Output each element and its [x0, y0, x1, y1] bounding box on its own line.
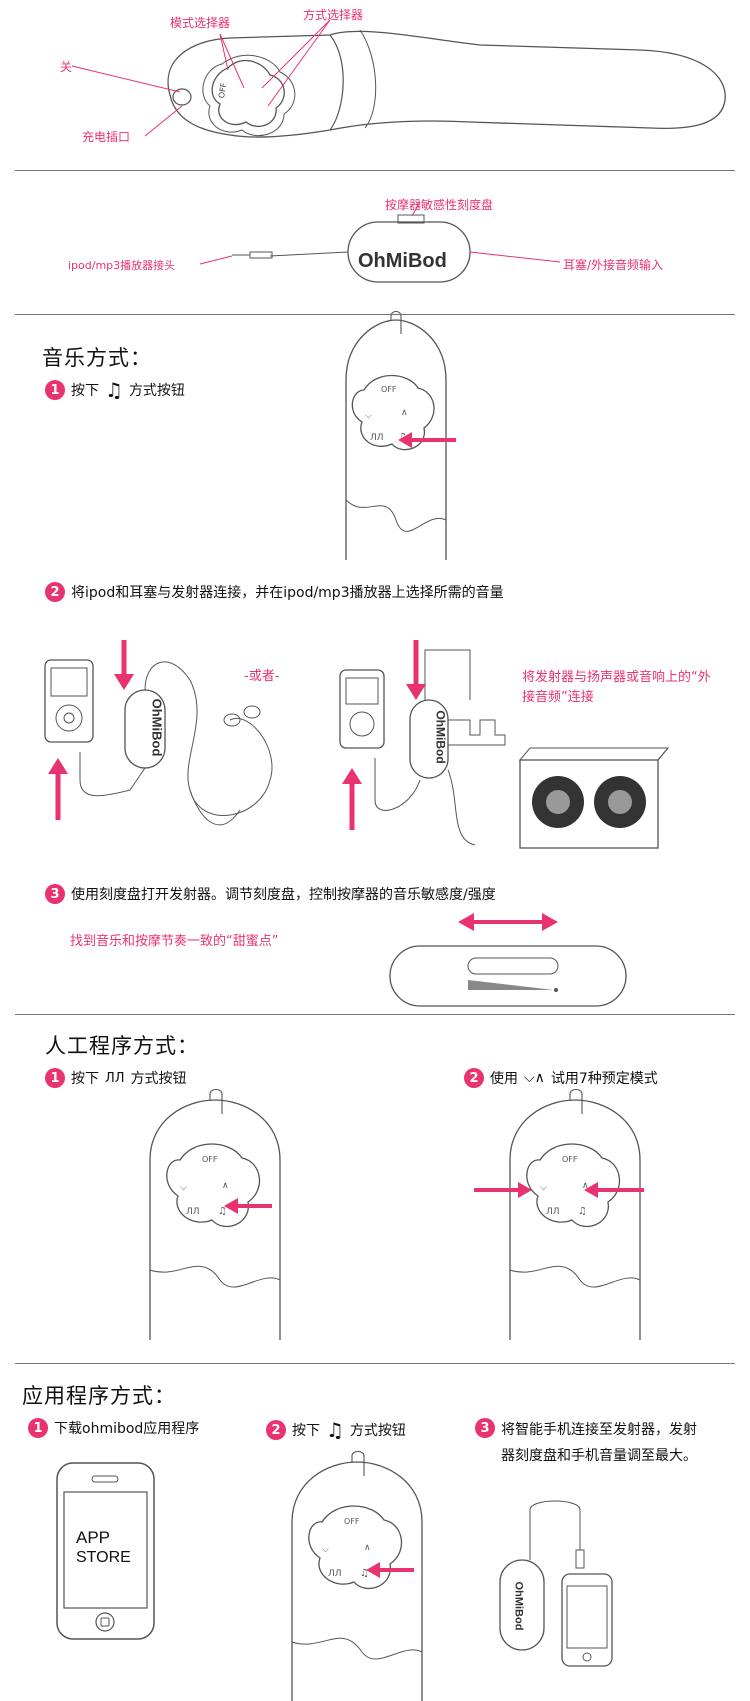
music-note-icon: ♫ [326, 1418, 344, 1442]
divider [15, 314, 735, 315]
transmitter-logo: OhMiBod [433, 710, 448, 764]
step-number: 3 [45, 884, 65, 904]
svg-text:ЛЛ: ЛЛ [328, 1569, 342, 1579]
sweet-spot-note: 找到音乐和按摩节奏一致的“甜蜜点” [70, 934, 279, 949]
music-note-icon: ♫ [105, 378, 123, 402]
ipod-jack-callout: ipod/mp3播放器接头 [68, 259, 176, 272]
ipod-speaker-diagram [339, 640, 670, 849]
app-store-label-line1: APP [76, 1528, 111, 1547]
dial-callout: 按摩器敏感性刻度盘 [385, 198, 494, 212]
device-closeup-manual-1: OFF ⌵ ∧ ЛЛ ♫ [149, 1088, 281, 1340]
svg-text:∧: ∧ [582, 1181, 589, 1191]
press-arrow-left [474, 1182, 532, 1198]
press-arrow [366, 1562, 414, 1578]
manual-mode-title: 人工程序方式： [45, 1034, 199, 1058]
ipod-earphone-diagram [44, 640, 273, 826]
svg-text:ЛЛ: ЛЛ [370, 433, 384, 443]
press-arrow-right [584, 1182, 644, 1198]
step-number: 2 [266, 1420, 286, 1440]
app-step-1: 1 下载ohmibod应用程序 [28, 1418, 199, 1438]
or-label: -或者- [244, 669, 280, 684]
svg-text:⌵: ⌵ [180, 1183, 187, 1193]
divider [15, 170, 735, 171]
svg-text:♫: ♫ [360, 1568, 369, 1579]
press-arrow [398, 432, 456, 448]
svg-text:ЛЛ: ЛЛ [186, 1207, 200, 1217]
svg-text:⌵: ⌵ [540, 1183, 547, 1193]
step-number: 2 [464, 1068, 484, 1088]
pattern-icon: ЛЛ [105, 1070, 125, 1086]
smartphone-graphic [56, 1462, 155, 1640]
svg-text:ЛЛ: ЛЛ [546, 1207, 560, 1217]
svg-text:∧: ∧ [364, 1543, 371, 1553]
speaker-note: 将发射器与扬声器或音响上的“外接音频”连接 [522, 670, 711, 706]
svg-text:OFF: OFF [344, 1517, 360, 1526]
divider [15, 1014, 735, 1015]
divider [15, 1363, 735, 1364]
earphone-input-callout: 耳塞/外接音频输入 [563, 258, 664, 272]
press-arrow [224, 1198, 272, 1214]
svg-text:∧: ∧ [401, 408, 408, 418]
svg-text:OFF: OFF [562, 1155, 578, 1164]
device-closeup-manual-2: OFF ⌵ ∧ ЛЛ ♫ [509, 1088, 641, 1340]
transmitter-logo: OhMiBod [358, 250, 447, 272]
manual-step-1: 1 按下 ЛЛ 方式按钮 [45, 1068, 187, 1088]
step-number: 1 [45, 1068, 65, 1088]
device-closeup-app: OFF ⌵ ∧ ЛЛ ♫ [291, 1450, 423, 1701]
vibrator-outline [71, 19, 726, 138]
app-step-2: 2 按下 ♫ 方式按钮 [266, 1418, 406, 1442]
svg-text:OFF: OFF [381, 385, 397, 394]
app-step-3: 3 将智能手机连接至发射器，发射 器刻度盘和手机音量调至最大。 [475, 1418, 697, 1470]
phone-transmitter-diagram [499, 1500, 613, 1667]
down-up-arrows-icon: ⌵∧ [524, 1070, 545, 1086]
svg-text:∧: ∧ [222, 1181, 229, 1191]
svg-text:♫: ♫ [578, 1206, 587, 1217]
charge-port-callout: 充电插口 [82, 130, 131, 144]
step-number: 1 [45, 380, 65, 400]
transmitter-logo: OhMiBod [512, 1581, 525, 1631]
transmitter-logo: OhMiBod [149, 698, 165, 757]
svg-text:⌵: ⌵ [322, 1545, 329, 1555]
transmitter-graphic [199, 201, 561, 283]
step-number: 2 [45, 582, 65, 602]
step-number: 3 [475, 1418, 495, 1438]
music-step-3: 3 使用刻度盘打开发射器。调节刻度盘，控制按摩器的音乐敏感度/强度 [45, 884, 496, 904]
music-mode-title: 音乐方式： [42, 346, 152, 370]
app-mode-title: 应用程序方式： [22, 1384, 176, 1408]
manual-step-2: 2 使用 ⌵∧ 试用7种预定模式 [464, 1068, 658, 1088]
svg-text:OFF: OFF [202, 1155, 218, 1164]
method-selector-callout: 方式选择器 [303, 8, 364, 22]
music-step-2: 2 将ipod和耳塞与发射器连接，并在ipod/mp3播放器上选择所需的音量 [45, 582, 504, 602]
music-step-1: 1 按下 ♫ 方式按钮 [45, 378, 185, 402]
svg-text:♫: ♫ [218, 1206, 227, 1217]
app-store-label-line2: STORE [76, 1549, 131, 1566]
svg-text:⌵: ⌵ [365, 411, 372, 421]
dial-diagram [389, 913, 627, 1007]
mode-selector-callout: 模式选择器 [170, 16, 231, 30]
off-callout: 关 [60, 60, 73, 74]
step-number: 1 [28, 1418, 48, 1438]
